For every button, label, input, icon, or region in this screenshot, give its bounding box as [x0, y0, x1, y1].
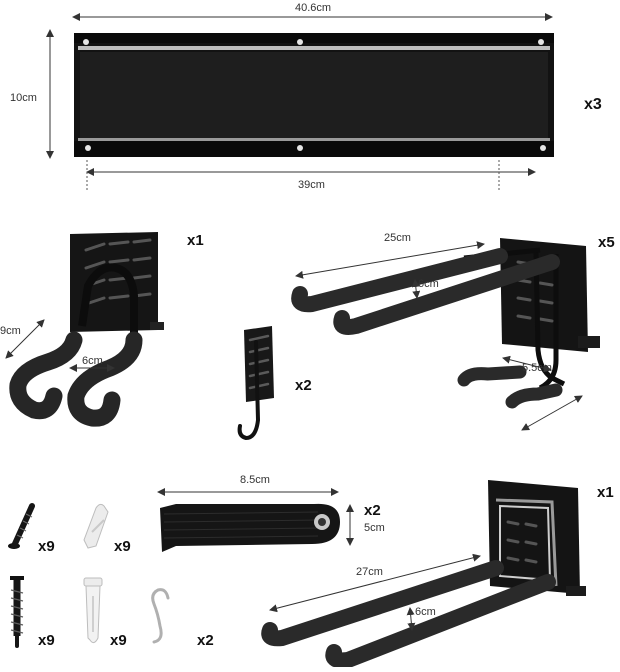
big-screw: [10, 576, 24, 648]
small-screw: [8, 503, 35, 549]
small-hook: [237, 326, 274, 441]
double-hook-length-label: 9cm: [0, 325, 21, 337]
wall-rail: [74, 33, 554, 157]
strap-length-label: 8.5cm: [240, 474, 270, 486]
u-hook-depth-label: 5.5cm: [522, 362, 552, 374]
long-hook-gap-label: 6cm: [415, 606, 436, 618]
double-hook: [9, 232, 164, 427]
long-hook-length-label: 27cm: [356, 566, 383, 578]
s-hook: [151, 588, 170, 644]
double-hook-quantity: x1: [187, 232, 204, 249]
small-anchor: [83, 503, 109, 549]
rail-inner-width-label: 39cm: [298, 179, 325, 191]
hook-and-loop-strap: [160, 503, 340, 552]
long-hook-quantity: x1: [597, 484, 614, 501]
small-screw-quantity: x9: [38, 538, 55, 555]
s-hook-quantity: x2: [197, 632, 214, 649]
big-anchor-quantity: x9: [110, 632, 127, 649]
small-anchor-quantity: x9: [114, 538, 131, 555]
u-hook-gap-label: 6cm: [418, 278, 439, 290]
strap-width-label: 5cm: [364, 522, 385, 534]
u-hook: [291, 238, 600, 409]
long-hook: [261, 480, 586, 669]
u-hook-quantity: x5: [598, 234, 615, 251]
rail-height-label: 10cm: [10, 92, 37, 104]
small-hook-quantity: x2: [295, 377, 312, 394]
big-screw-quantity: x9: [38, 632, 55, 649]
rail-width-label: 40.6cm: [295, 2, 332, 14]
double-hook-gap-label: 6cm: [82, 355, 103, 367]
strap-quantity: x2: [364, 502, 381, 519]
rail-quantity: x3: [584, 96, 602, 113]
big-anchor: [83, 577, 103, 644]
u-hook-length-label: 25cm: [384, 232, 411, 244]
